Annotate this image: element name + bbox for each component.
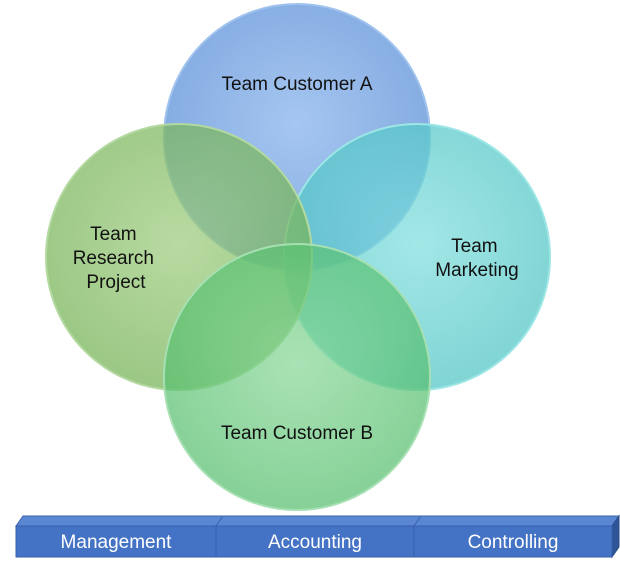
bar-block-management <box>15 525 217 558</box>
department-label-accounting: Accounting <box>268 532 362 553</box>
bar-top-controlling <box>413 515 620 527</box>
department-label-controlling: Controlling <box>468 532 559 553</box>
label-team-customer-b: Team Customer B <box>221 423 373 444</box>
department-bar: Management Accounting Controlling <box>15 514 620 559</box>
label-team-research-project: Team Research Project <box>73 224 160 293</box>
bar-top-accounting <box>215 515 422 527</box>
department-label-management: Management <box>61 532 173 553</box>
circles-group <box>45 3 551 511</box>
bar-top-management <box>15 515 224 527</box>
circle-team-customer-b <box>163 243 431 511</box>
bar-block-accounting <box>215 525 415 558</box>
label-team-customer-a: Team Customer A <box>222 74 373 95</box>
label-team-marketing: Team Marketing <box>435 236 518 281</box>
bar-block-controlling <box>413 525 613 558</box>
